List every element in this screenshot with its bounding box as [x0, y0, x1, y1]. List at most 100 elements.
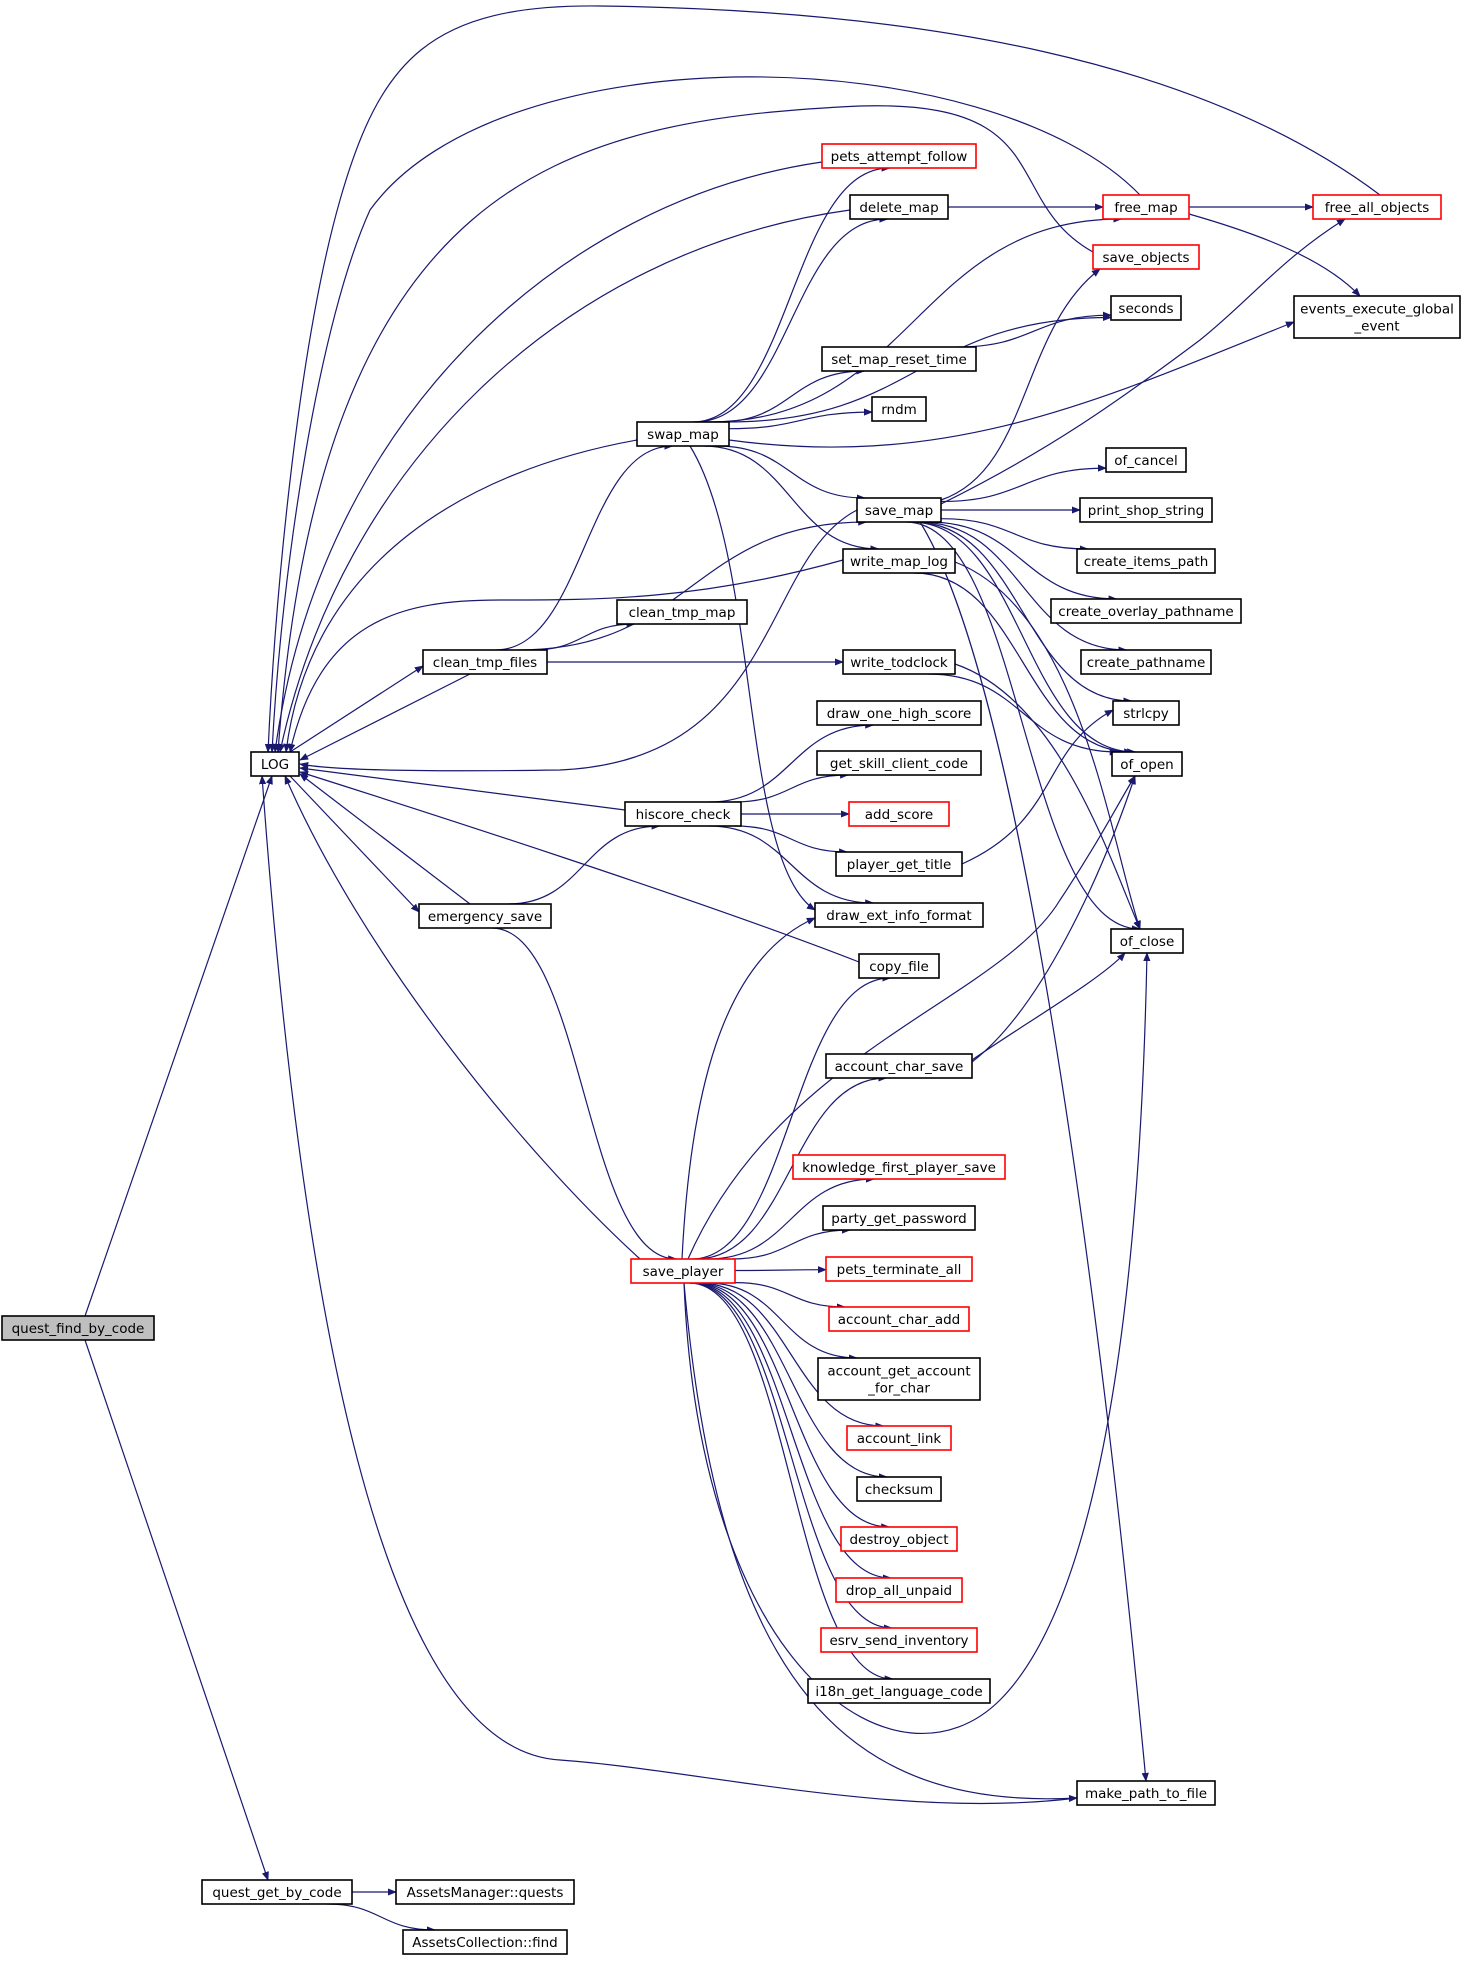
node-box[interactable]	[250, 751, 300, 777]
node-box[interactable]	[616, 599, 748, 625]
node-box[interactable]	[630, 1258, 736, 1284]
node-box[interactable]	[1293, 295, 1461, 339]
node-box[interactable]	[840, 1526, 958, 1552]
node-get-skill-client-code[interactable]: get_skill_client_code	[816, 750, 982, 776]
node-strlcpy[interactable]: strlcpy	[1112, 700, 1180, 726]
node-delete-map[interactable]: delete_map	[849, 194, 949, 220]
node-box[interactable]	[856, 1476, 942, 1502]
node-AssetsCollection-find[interactable]: AssetsCollection::find	[402, 1929, 568, 1955]
node-of-cancel[interactable]: of_cancel	[1105, 447, 1187, 473]
node-box[interactable]	[835, 1577, 963, 1603]
node-box[interactable]	[1102, 194, 1190, 220]
node-party-get-password[interactable]: party_get_password	[822, 1205, 976, 1231]
node-box[interactable]	[842, 548, 956, 574]
node-drop-all-unpaid[interactable]: drop_all_unpaid	[835, 1577, 963, 1603]
node-save-objects[interactable]: save_objects	[1092, 244, 1200, 270]
node-hiscore-check[interactable]: hiscore_check	[624, 801, 742, 827]
node-emergency-save[interactable]: emergency_save	[418, 903, 552, 929]
node-box[interactable]	[624, 801, 742, 827]
node-print-shop-string[interactable]: print_shop_string	[1079, 497, 1213, 523]
node-copy-file[interactable]: copy_file	[858, 953, 940, 979]
node-box[interactable]	[828, 1306, 970, 1332]
node-box[interactable]	[842, 649, 956, 675]
node-draw-one-high-score[interactable]: draw_one_high_score	[816, 700, 982, 726]
node-box[interactable]	[1110, 928, 1184, 954]
node-box[interactable]	[201, 1879, 353, 1905]
node-create-overlay-pathname[interactable]: create_overlay_pathname	[1050, 598, 1242, 624]
node-box[interactable]	[1076, 548, 1216, 574]
node-box[interactable]	[816, 700, 982, 726]
node-add-score[interactable]: add_score	[848, 801, 950, 827]
node-box[interactable]	[858, 953, 940, 979]
node-box[interactable]	[807, 1678, 991, 1704]
node-box[interactable]	[821, 346, 977, 372]
node-clean-tmp-files[interactable]: clean_tmp_files	[422, 649, 548, 675]
node-checksum[interactable]: checksum	[856, 1476, 942, 1502]
node-box[interactable]	[822, 1205, 976, 1231]
node-box[interactable]	[1111, 751, 1183, 777]
node-knowledge-first-player-save[interactable]: knowledge_first_player_save	[792, 1154, 1006, 1180]
node-save-map[interactable]: save_map	[856, 497, 942, 523]
node-box[interactable]	[1079, 497, 1213, 523]
node-box[interactable]	[792, 1154, 1006, 1180]
node-free-all-objects[interactable]: free_all_objects	[1312, 194, 1442, 220]
node-box[interactable]	[821, 143, 977, 169]
node-save-player[interactable]: save_player	[630, 1258, 736, 1284]
node-box[interactable]	[816, 750, 982, 776]
node-box[interactable]	[871, 396, 927, 422]
node-esrv-send-inventory[interactable]: esrv_send_inventory	[820, 1627, 978, 1653]
node-of-close[interactable]: of_close	[1110, 928, 1184, 954]
node-rndm[interactable]: rndm	[871, 396, 927, 422]
node-box[interactable]	[395, 1879, 575, 1905]
node-destroy-object[interactable]: destroy_object	[840, 1526, 958, 1552]
node-clean-tmp-map[interactable]: clean_tmp_map	[616, 599, 748, 625]
node-box[interactable]	[1080, 649, 1212, 675]
node-box[interactable]	[817, 1357, 981, 1401]
node-box[interactable]	[1092, 244, 1200, 270]
node-events-execute-global-event[interactable]: events_execute_global_event	[1293, 295, 1461, 339]
node-free-map[interactable]: free_map	[1102, 194, 1190, 220]
node-draw-ext-info-format[interactable]: draw_ext_info_format	[814, 902, 984, 928]
node-set-map-reset-time[interactable]: set_map_reset_time	[821, 346, 977, 372]
node-i18n-get-language-code[interactable]: i18n_get_language_code	[807, 1678, 991, 1704]
node-box[interactable]	[814, 902, 984, 928]
node-AssetsManager-quests[interactable]: AssetsManager::quests	[395, 1879, 575, 1905]
node-seconds[interactable]: seconds	[1110, 295, 1182, 321]
node-write-todclock[interactable]: write_todclock	[842, 649, 956, 675]
node-quest-find-by-code[interactable]: quest_find_by_code	[1, 1315, 155, 1341]
node-box[interactable]	[422, 649, 548, 675]
node-account-link[interactable]: account_link	[846, 1425, 952, 1451]
node-create-pathname[interactable]: create_pathname	[1080, 649, 1212, 675]
node-box[interactable]	[820, 1627, 978, 1653]
node-write-map-log[interactable]: write_map_log	[842, 548, 956, 574]
node-pets-attempt-follow[interactable]: pets_attempt_follow	[821, 143, 977, 169]
node-player-get-title[interactable]: player_get_title	[835, 851, 963, 877]
node-box[interactable]	[1076, 1780, 1216, 1806]
node-box[interactable]	[1105, 447, 1187, 473]
node-box[interactable]	[1112, 700, 1180, 726]
node-box[interactable]	[418, 903, 552, 929]
node-box[interactable]	[1110, 295, 1182, 321]
node-box[interactable]	[1, 1315, 155, 1341]
node-of-open[interactable]: of_open	[1111, 751, 1183, 777]
node-account-get-account-for-char[interactable]: account_get_account_for_char	[817, 1357, 981, 1401]
node-box[interactable]	[835, 851, 963, 877]
node-make-path-to-file[interactable]: make_path_to_file	[1076, 1780, 1216, 1806]
node-box[interactable]	[849, 194, 949, 220]
node-account-char-save[interactable]: account_char_save	[825, 1053, 973, 1079]
node-box[interactable]	[402, 1929, 568, 1955]
node-box[interactable]	[1050, 598, 1242, 624]
node-pets-terminate-all[interactable]: pets_terminate_all	[825, 1256, 973, 1282]
node-box[interactable]	[846, 1425, 952, 1451]
node-create-items-path[interactable]: create_items_path	[1076, 548, 1216, 574]
node-account-char-add[interactable]: account_char_add	[828, 1306, 970, 1332]
node-swap-map[interactable]: swap_map	[636, 421, 730, 447]
node-box[interactable]	[1312, 194, 1442, 220]
node-box[interactable]	[856, 497, 942, 523]
node-box[interactable]	[825, 1053, 973, 1079]
node-box[interactable]	[636, 421, 730, 447]
node-LOG[interactable]: LOG	[250, 751, 300, 777]
node-box[interactable]	[825, 1256, 973, 1282]
node-box[interactable]	[848, 801, 950, 827]
node-quest-get-by-code[interactable]: quest_get_by_code	[201, 1879, 353, 1905]
